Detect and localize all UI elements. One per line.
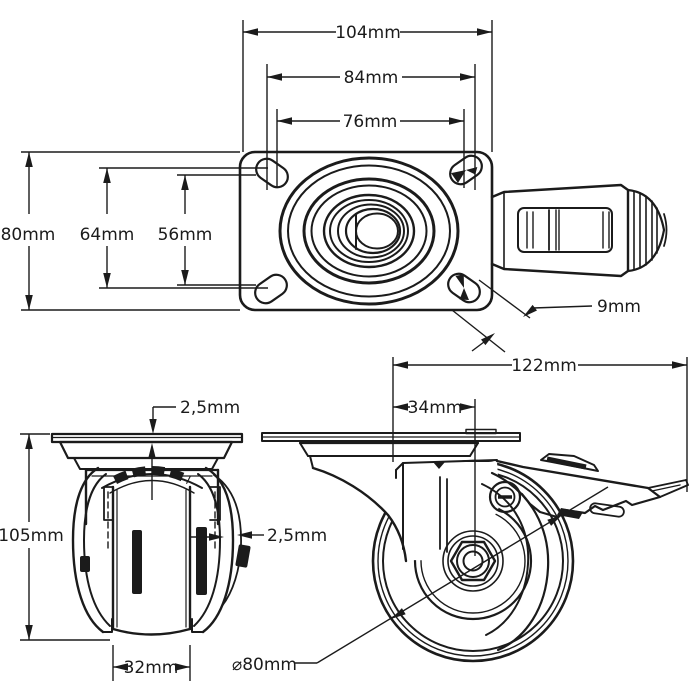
dim-wheel-width: 32mm: [112, 645, 191, 681]
label-plate-thickness: 2,5mm: [180, 398, 240, 418]
dim-hole-pitch-width-inner: 76mm: [276, 109, 465, 188]
brake-pad-left: [132, 530, 142, 594]
dim-plate-width: 104mm: [242, 20, 493, 152]
fork-near-leg-inner: [481, 483, 530, 636]
label-wheel-width: 32mm: [124, 658, 179, 678]
bolt-hole-bottom-left: [254, 273, 288, 305]
side-plate: [261, 428, 521, 442]
dim-wheel-diameter: ⌀80mm: [232, 486, 609, 675]
label-hole-pitch-width-inner: 76mm: [343, 112, 398, 132]
axle-side: [442, 530, 504, 592]
bolt-hole-top-left: [255, 157, 289, 189]
bolt-hole-top-right: [449, 154, 483, 186]
top-plate-outline: [238, 150, 494, 312]
side-raceway: [298, 441, 480, 469]
brake-pedal-top: [490, 183, 668, 278]
brake-pedal-side: [495, 453, 689, 519]
label-hole-pitch-width-outer: 84mm: [344, 68, 399, 88]
label-wheel-diameter: ⌀80mm: [232, 655, 297, 675]
fork-shroud-mask: [311, 462, 500, 561]
label-hole-diameter: 9mm: [597, 297, 641, 317]
dim-hole-diameter: 9mm: [471, 297, 641, 352]
axle-hex-nut: [449, 540, 497, 582]
swivel-screw: [488, 480, 522, 514]
swivel-bearing-rings: [278, 156, 460, 306]
front-view: 2,5mm 105mm 2,5mm 32mm: [0, 398, 327, 681]
side-view: 122mm 34mm ⌀80mm: [232, 356, 689, 675]
dim-total-height: 105mm: [0, 433, 110, 641]
label-plate-width: 104mm: [335, 23, 401, 43]
label-hole-pitch-depth-outer: 64mm: [80, 225, 135, 245]
dim-hole-pitch-depth-outer: 64mm: [80, 167, 268, 289]
dim-swivel-offset: 34mm: [393, 398, 476, 556]
fork-leg-right: [191, 466, 242, 634]
dim-total-length: 122mm: [392, 356, 688, 492]
bolt-hole-bottom-right: [447, 272, 481, 304]
label-total-height: 105mm: [0, 526, 64, 546]
label-swivel-offset: 34mm: [408, 398, 463, 418]
label-plate-depth: 80mm: [1, 225, 56, 245]
fork-leg-left: [71, 466, 114, 634]
dim-plate-depth: 80mm: [1, 151, 240, 311]
brake-block-left: [80, 556, 90, 572]
brake-block-right: [235, 544, 251, 568]
dim-hole-pitch-width-outer: 84mm: [266, 64, 476, 190]
brake-pad-right: [196, 527, 207, 595]
label-hole-pitch-depth-inner: 56mm: [158, 225, 213, 245]
label-total-length: 122mm: [511, 356, 577, 376]
swivel-bell-lower: [73, 457, 219, 470]
dim-hole-pitch-depth-inner: 56mm: [158, 174, 256, 286]
hole-tangent-line-2: [451, 309, 506, 353]
hole-tangent-line-1: [478, 279, 531, 319]
lock-capsule: [589, 502, 625, 518]
swivel-bell-upper: [58, 440, 234, 460]
top-view: 104mm 84mm 76mm: [1, 20, 668, 353]
dim-plate-thickness: 2,5mm: [148, 398, 240, 500]
dim-fork-thickness: 2,5mm: [190, 526, 327, 546]
wheel-front: [111, 485, 192, 636]
brake-wedge: [557, 508, 583, 519]
label-fork-thickness: 2,5mm: [267, 526, 327, 546]
